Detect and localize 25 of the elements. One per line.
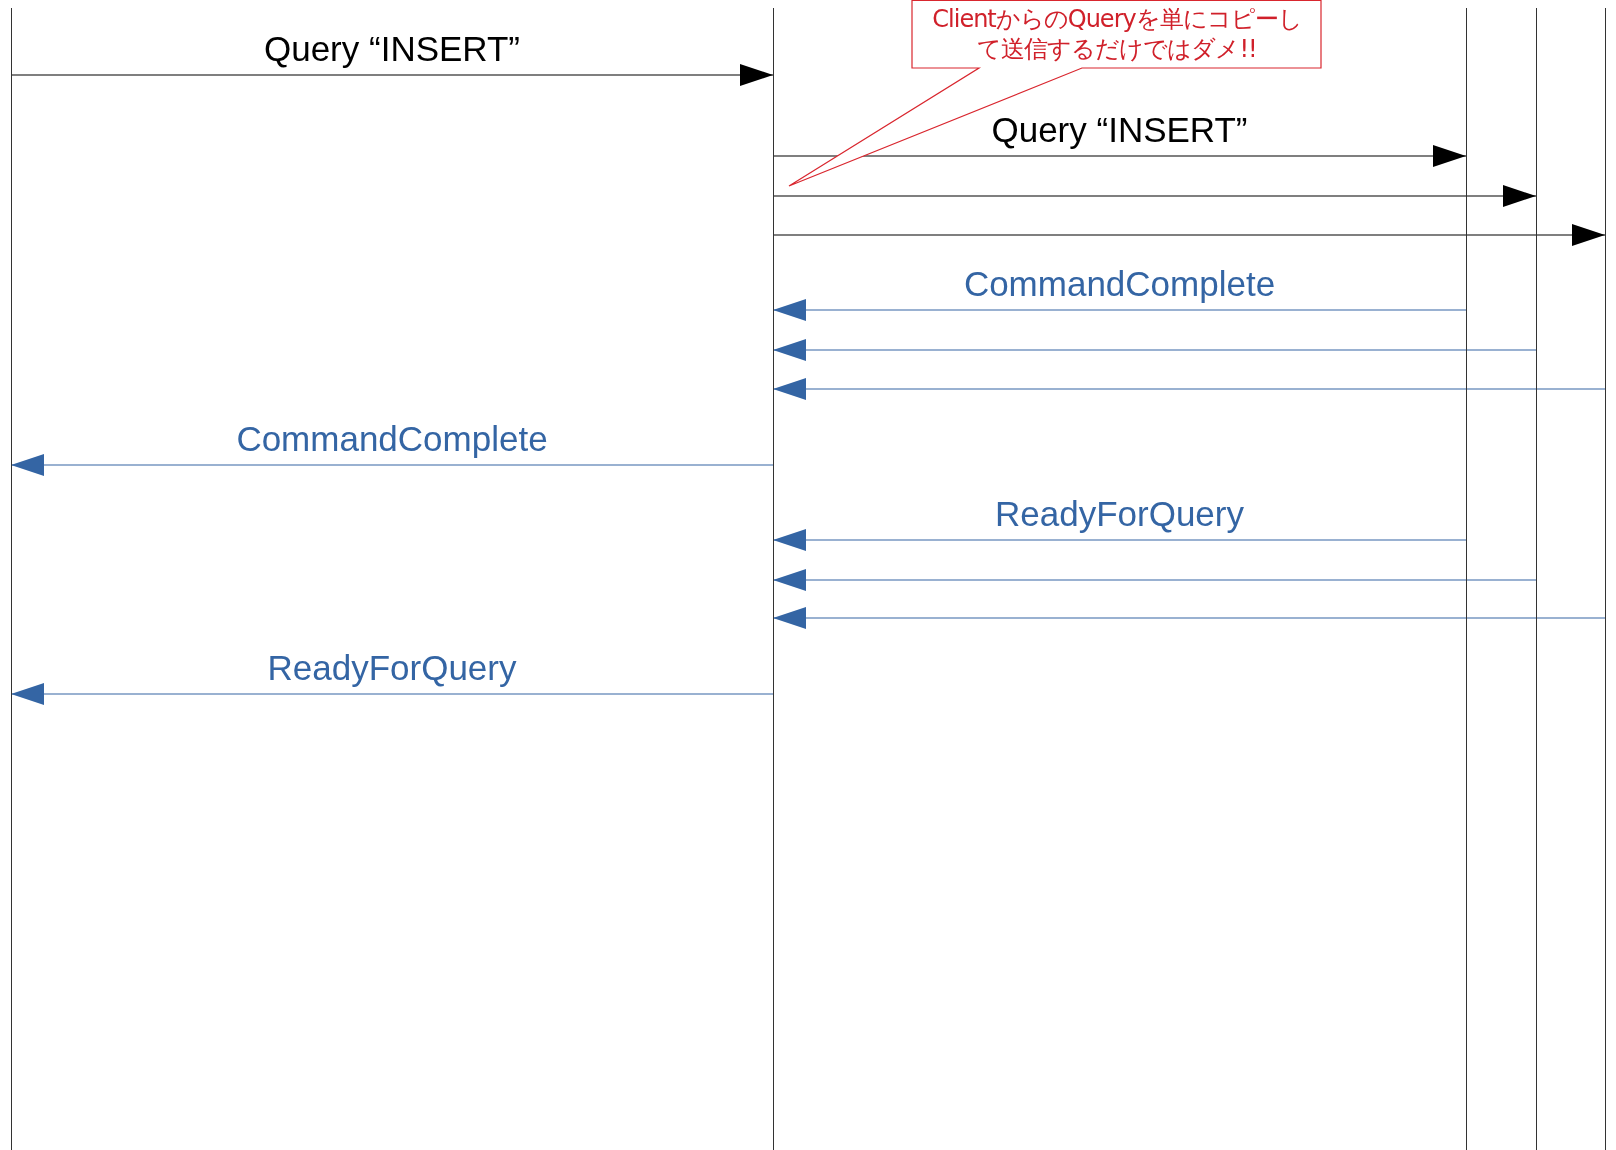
arrow [772, 299, 1467, 321]
lifeline [1535, 8, 1537, 1150]
arrow [772, 569, 1537, 591]
edge-label: CommandComplete [963, 266, 1276, 301]
arrow [772, 529, 1467, 551]
arrow [772, 378, 1606, 400]
lifeline [1465, 8, 1467, 1150]
edge-label: Query “INSERT” [263, 31, 521, 66]
arrow [10, 454, 774, 476]
edge-label: Query “INSERT” [991, 112, 1248, 147]
edge-label: ReadyForQuery [995, 496, 1244, 531]
arrow [772, 339, 1537, 361]
arrow [772, 145, 1467, 167]
lifeline [10, 8, 12, 1150]
arrow [10, 683, 774, 705]
arrow [772, 224, 1606, 246]
lifeline [1604, 8, 1606, 1150]
callout-text: ClientからのQueryを単にコピーして送信するだけではダメ!! [931, 4, 1303, 64]
arrow [772, 607, 1606, 629]
arrow [10, 64, 774, 86]
edge-label: CommandComplete [236, 421, 548, 456]
arrow [772, 185, 1537, 207]
lifeline [772, 8, 774, 1150]
edge-label: ReadyForQuery [267, 650, 517, 685]
callout [786, 0, 1322, 188]
